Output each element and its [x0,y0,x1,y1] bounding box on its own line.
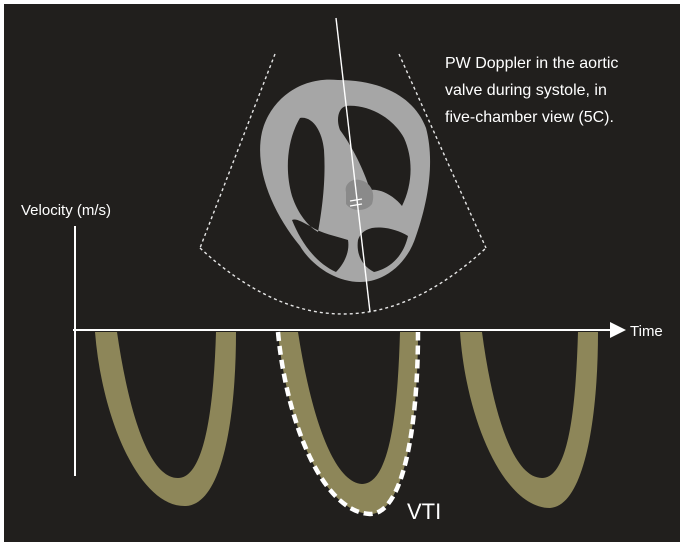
aortic-root [345,179,374,210]
caption-line-2: valve during systole, in [445,82,607,99]
x-axis-label: Time [630,323,663,340]
heart-wall [260,79,431,282]
waveform-2 [278,332,418,514]
sector-arc [199,247,487,315]
caption: PW Doppler in the aortic valve during sy… [445,55,618,126]
axes [73,226,612,476]
doppler-waveforms [95,332,598,514]
sector-left-edge [199,53,276,249]
vti-label: VTI [407,499,441,524]
waveform-3 [460,332,598,508]
heart-five-chamber-view [260,79,431,282]
y-axis-label: Velocity (m/s) [21,202,111,219]
ultrasound-sector [199,53,487,315]
caption-line-1: PW Doppler in the aortic [445,55,618,72]
doppler-cursor-line [335,17,371,313]
valve-markers [349,198,363,207]
sample-gate-top [349,198,363,202]
sample-gate-bottom [349,203,363,207]
caption-line-3: five-chamber view (5C). [445,109,614,126]
x-axis-arrowhead [610,322,626,338]
waveform-1 [95,332,236,507]
vti-outline [275,331,421,517]
